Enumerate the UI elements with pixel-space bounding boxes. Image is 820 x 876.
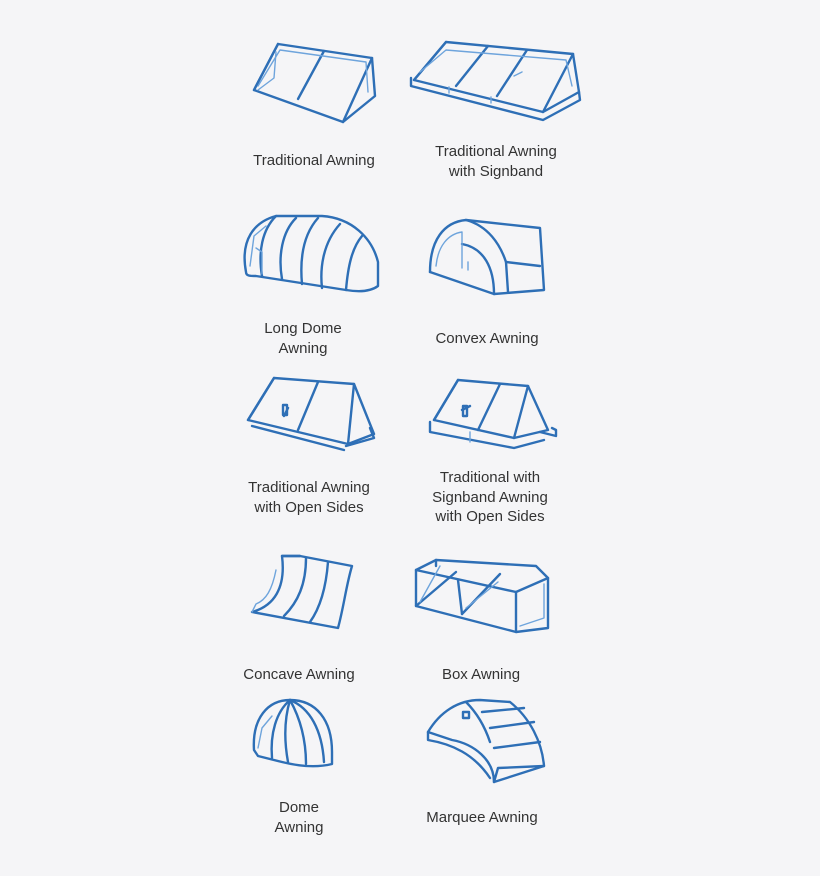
convex-awning-icon: [428, 218, 546, 296]
traditional-signband-awning-label: Traditional Awning with Signband: [435, 143, 557, 180]
long-dome-awning-icon: [243, 214, 380, 293]
dome-awning-label: Dome Awning: [274, 799, 324, 836]
box-awning-icon: [414, 558, 550, 634]
dome-awning-icon: [252, 698, 334, 768]
marquee-awning-icon: [426, 698, 546, 784]
marquee-awning-label: Marquee Awning: [426, 809, 538, 826]
traditional-awning-label: Traditional Awning: [253, 152, 375, 169]
signband-open-sides-awning-label: Traditional with Signband Awning with Op…: [432, 469, 548, 525]
traditional-open-sides-awning-label: Traditional Awning with Open Sides: [248, 479, 370, 516]
traditional-signband-awning-icon: [409, 40, 582, 122]
box-awning-label: Box Awning: [441, 666, 521, 683]
convex-awning-label: Convex Awning: [435, 330, 539, 347]
concave-awning-label: Concave Awning: [243, 666, 355, 683]
signband-open-sides-awning-icon: [428, 378, 558, 450]
traditional-open-sides-awning-icon: [246, 376, 376, 452]
traditional-awning-icon: [252, 42, 377, 124]
concave-awning-icon: [250, 554, 354, 630]
long-dome-awning-label: Long Dome Awning: [264, 320, 342, 357]
